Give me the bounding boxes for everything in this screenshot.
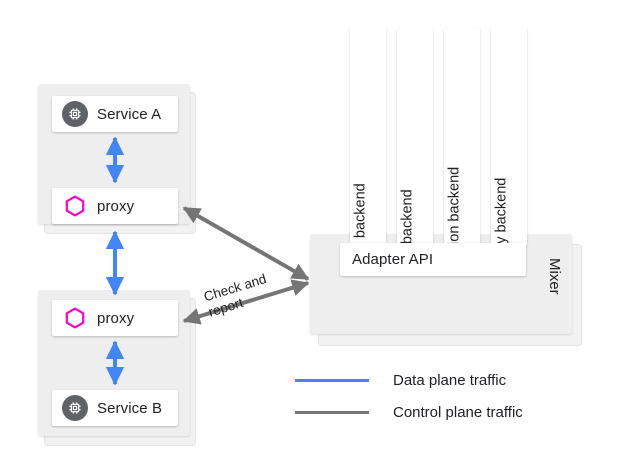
proxy-b-box[interactable]: proxy [52, 300, 178, 336]
legend-item-control-plane: Control plane traffic [295, 404, 523, 421]
backend-label: Telemetry backend [493, 177, 510, 246]
legend-item-data-plane: Data plane traffic [295, 372, 506, 389]
proxy-a-box[interactable]: proxy [52, 188, 178, 224]
mixer-label: Mixer [546, 258, 563, 295]
service-a-label: Service A [97, 105, 162, 123]
backend-column-telemetry[interactable]: Telemetry backend [491, 28, 527, 246]
backend-label: Logging backend [352, 182, 369, 246]
proxy-a-label: proxy [97, 197, 135, 215]
legend-swatch-data-plane [295, 379, 369, 382]
backend-label: Quota backend [399, 188, 416, 246]
arrow-proxy-a-mixer [182, 206, 310, 281]
service-b-box[interactable]: Service B [52, 390, 178, 426]
proxy-b-label: proxy [97, 309, 135, 327]
backend-column-authorization[interactable]: Authorization backend [444, 28, 480, 246]
service-a-box[interactable]: Service A [52, 96, 178, 132]
legend-label-data-plane: Data plane traffic [393, 372, 507, 389]
hexagon-icon [62, 305, 88, 331]
chip-icon [62, 395, 88, 421]
service-b-label: Service B [97, 399, 163, 417]
backend-label: Authorization backend [446, 166, 463, 246]
adapter-api-label: Adapter API [352, 251, 434, 268]
backend-column-quota[interactable]: Quota backend [397, 28, 433, 246]
chip-icon [62, 101, 88, 127]
legend-label-control-plane: Control plane traffic [393, 404, 523, 421]
hexagon-icon [62, 193, 88, 219]
legend-swatch-control-plane [295, 411, 369, 414]
check-and-report-annotation: Check and report [202, 271, 273, 320]
backend-column-logging[interactable]: Logging backend [350, 28, 386, 246]
adapter-api-box[interactable]: Adapter API [340, 243, 526, 276]
